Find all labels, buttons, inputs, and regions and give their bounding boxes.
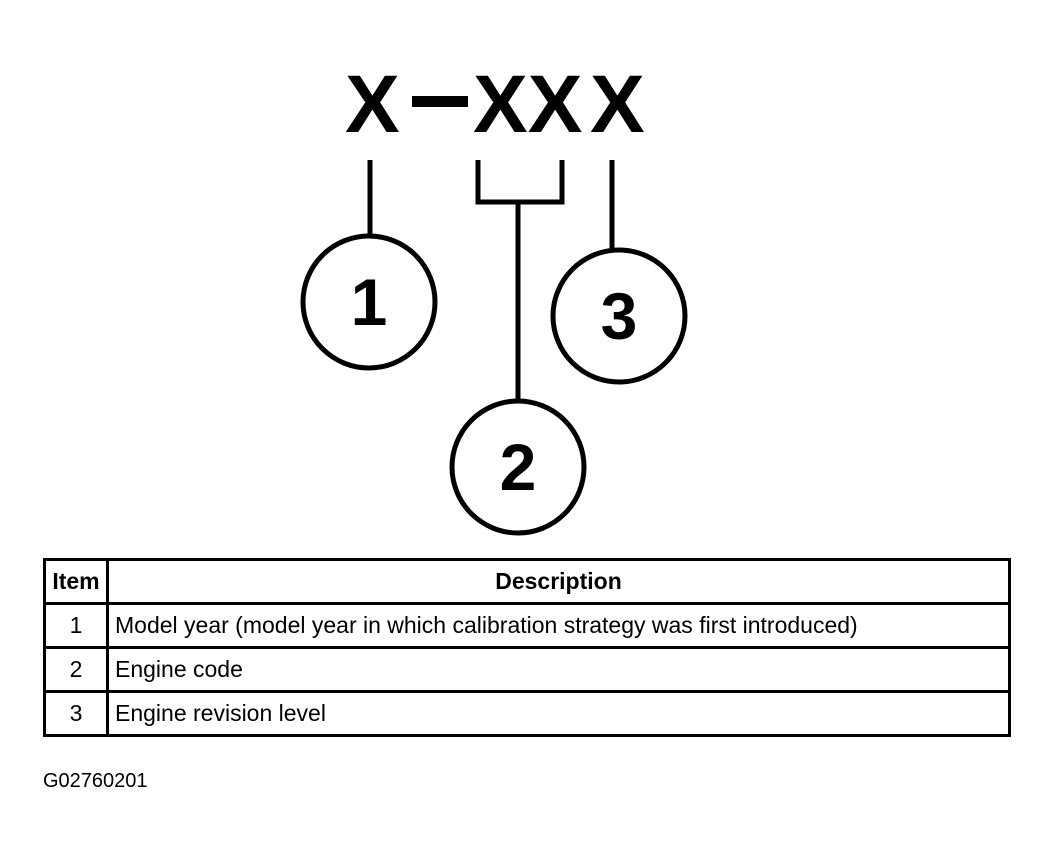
row-item: 2 bbox=[43, 646, 109, 693]
legend-table: Item Description 1 Model year (model yea… bbox=[43, 558, 1011, 737]
table-row: 1 Model year (model year in which calibr… bbox=[43, 602, 1011, 649]
callout-circle-2 bbox=[449, 398, 587, 536]
table-row: 3 Engine revision level bbox=[43, 690, 1011, 737]
row-item: 3 bbox=[43, 690, 109, 737]
callout-number-3: 3 bbox=[601, 279, 638, 353]
callout-circle-1 bbox=[300, 233, 438, 371]
table-header-row: Item Description bbox=[43, 558, 1011, 605]
callout-number-2: 2 bbox=[500, 430, 537, 504]
callout-number-1: 1 bbox=[351, 265, 388, 339]
header-item: Item bbox=[43, 558, 109, 605]
row-description: Engine code bbox=[106, 646, 1011, 693]
table-row: 2 Engine code bbox=[43, 646, 1011, 693]
figure-id: G02760201 bbox=[43, 770, 148, 792]
code-diagram: X XX X 1 3 2 bbox=[300, 59, 688, 536]
row-description: Model year (model year in which calibrat… bbox=[106, 602, 1011, 649]
code-part-1: X bbox=[345, 59, 400, 150]
row-description: Engine revision level bbox=[106, 690, 1011, 737]
callout-circle-3 bbox=[550, 247, 688, 385]
code-dash bbox=[412, 96, 468, 107]
leader-bracket-2 bbox=[475, 160, 565, 205]
code-part-3: X bbox=[590, 59, 645, 150]
header-description: Description bbox=[106, 558, 1011, 605]
row-item: 1 bbox=[43, 602, 109, 649]
code-part-2: XX bbox=[473, 59, 582, 150]
